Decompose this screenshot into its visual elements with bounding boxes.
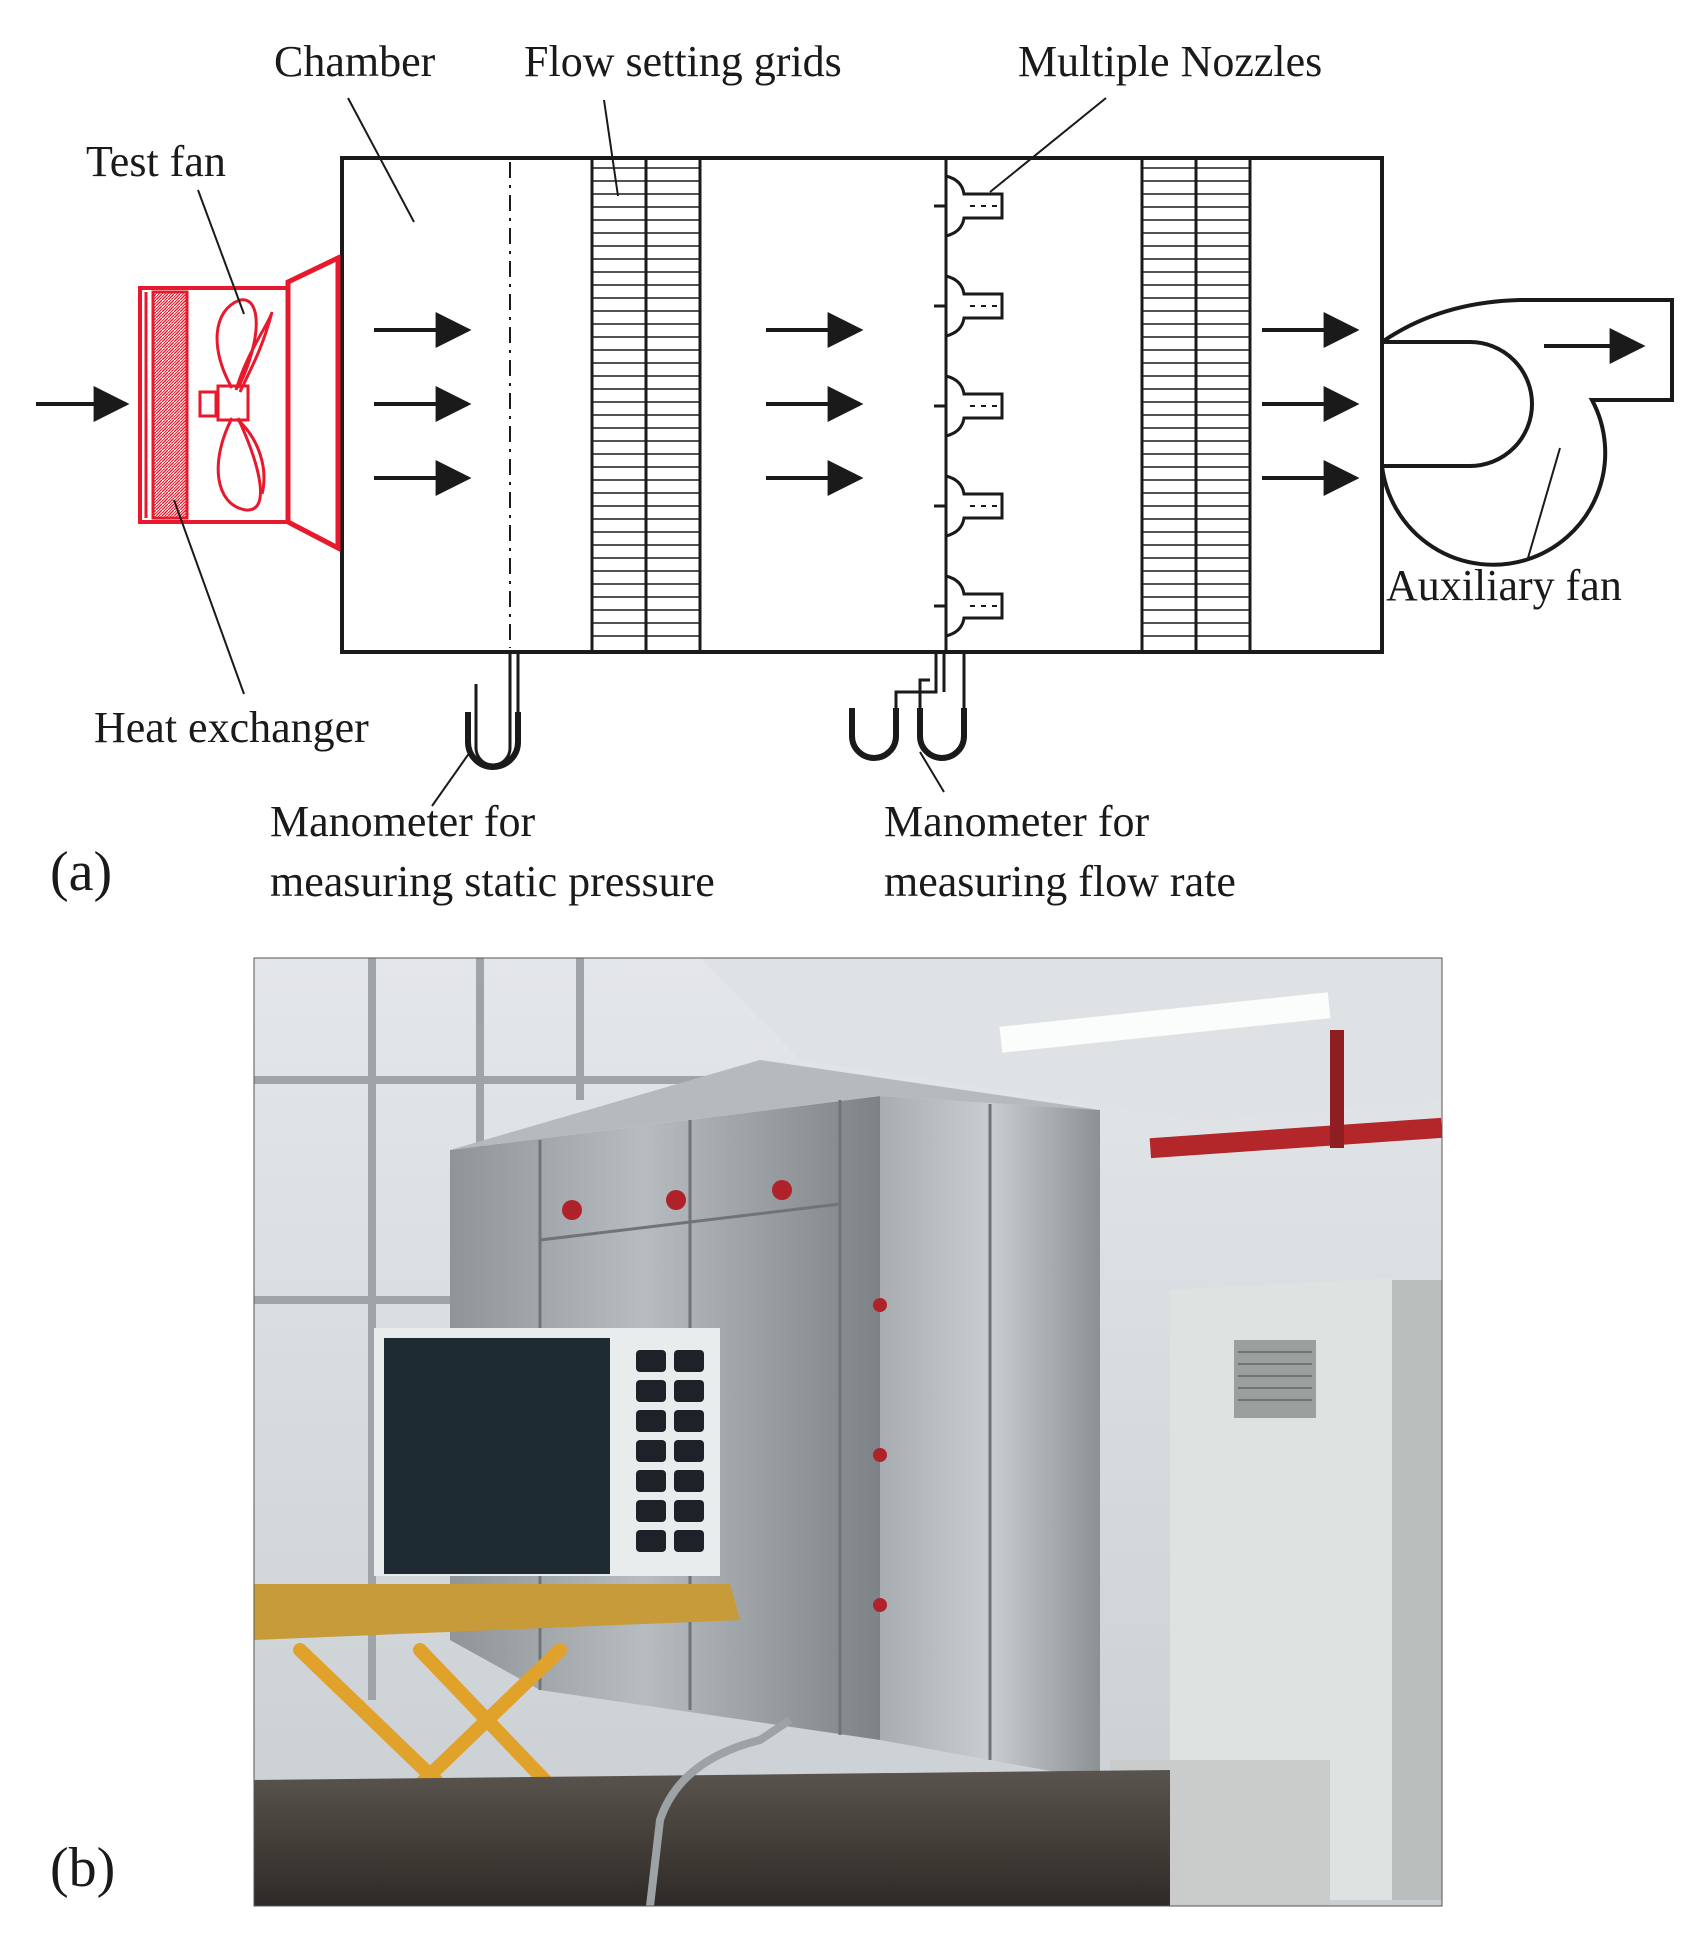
manometer-static-tube bbox=[474, 652, 512, 767]
label-manometer-flow-2: measuring flow rate bbox=[884, 857, 1236, 906]
leader-lines bbox=[173, 97, 1561, 807]
manometer-flow-tube-right bbox=[917, 708, 967, 761]
nozzle-shape bbox=[945, 474, 1004, 538]
grille-slot bbox=[636, 1440, 666, 1462]
nozzle-shape bbox=[945, 174, 1004, 238]
manometer-flow bbox=[849, 652, 967, 761]
photo-red-pipe bbox=[1149, 1117, 1442, 1159]
label-heat-exchanger: Heat exchanger bbox=[94, 703, 369, 752]
label-manometer-flow-1: Manometer for bbox=[884, 797, 1149, 846]
grille-slot bbox=[636, 1470, 666, 1492]
fan-motor bbox=[198, 390, 218, 418]
leader-chamber bbox=[347, 97, 415, 223]
grille-slot bbox=[674, 1470, 704, 1492]
photo-valves bbox=[562, 1180, 887, 1612]
manometer-static bbox=[465, 652, 521, 770]
grille-slot bbox=[636, 1410, 666, 1432]
fan-hub bbox=[216, 384, 250, 422]
grille-slot bbox=[674, 1350, 704, 1372]
panel-a-tag: (a) bbox=[50, 841, 112, 903]
leader-test-fan bbox=[197, 189, 245, 315]
leader-manometer-flow bbox=[919, 751, 945, 793]
photo-frame bbox=[253, 957, 1443, 1907]
manometer-flow-tube-left bbox=[849, 708, 899, 761]
panel-a-diagram: Chamber Flow setting grids Multiple Nozz… bbox=[36, 37, 1674, 906]
photo-table-top bbox=[254, 1584, 740, 1640]
nozzle-shape bbox=[945, 274, 1004, 338]
auxiliary-fan-inner bbox=[1382, 340, 1534, 468]
photo-outdoor-unit-grille bbox=[636, 1350, 704, 1552]
panel-b-photo: (b) bbox=[50, 957, 1443, 1907]
panel-b-tag: (b) bbox=[50, 1837, 115, 1899]
manometer-static-tube-outer bbox=[465, 712, 521, 770]
photo-chamber-top bbox=[450, 1060, 1100, 1150]
grille-slot bbox=[674, 1380, 704, 1402]
leader-flow-grids bbox=[603, 99, 619, 197]
photo-cabinet-2 bbox=[1392, 1280, 1442, 1900]
nozzle-shape bbox=[945, 374, 1004, 438]
grille-slot bbox=[674, 1530, 704, 1552]
chamber-box bbox=[340, 156, 1384, 654]
nozzle bbox=[934, 374, 1004, 438]
leader-nozzles bbox=[989, 97, 1107, 193]
photo-handle bbox=[646, 1716, 793, 1906]
label-auxiliary-fan: Auxiliary fan bbox=[1386, 561, 1622, 610]
label-flow-setting-grids: Flow setting grids bbox=[524, 37, 842, 86]
transition-duct bbox=[285, 254, 341, 553]
label-manometer-static-1: Manometer for bbox=[270, 797, 535, 846]
grille-slot bbox=[636, 1380, 666, 1402]
photo-red-pipe-drop bbox=[1330, 1030, 1344, 1148]
nozzle-shape bbox=[945, 574, 1004, 638]
grille-slot bbox=[636, 1530, 666, 1552]
nozzle bbox=[934, 274, 1004, 338]
flow-setting-grid-left bbox=[590, 158, 702, 652]
leader-manometer-static bbox=[431, 751, 471, 807]
grille-slot bbox=[674, 1410, 704, 1432]
photo-cabinet-vent-slats bbox=[1238, 1351, 1312, 1401]
flow-arrows bbox=[36, 312, 1360, 496]
photo-floor bbox=[254, 1770, 1170, 1906]
fan-icon bbox=[215, 298, 274, 512]
label-test-fan: Test fan bbox=[86, 137, 226, 186]
nozzle bbox=[934, 574, 1004, 638]
heat-exchanger-coil bbox=[151, 290, 189, 520]
label-manometer-static-2: measuring static pressure bbox=[270, 857, 715, 906]
leader-auxiliary-fan bbox=[1527, 447, 1561, 559]
label-chamber: Chamber bbox=[274, 37, 436, 86]
grille-slot bbox=[674, 1440, 704, 1462]
flow-setting-grid-right bbox=[1140, 158, 1252, 652]
photo-cabinet bbox=[1170, 1278, 1392, 1900]
leader-heat-exchanger bbox=[173, 499, 245, 695]
manometer-flow-pipes bbox=[894, 652, 966, 708]
test-unit bbox=[138, 254, 341, 553]
label-multiple-nozzles: Multiple Nozzles bbox=[1018, 37, 1322, 86]
grille-slot bbox=[636, 1500, 666, 1522]
grille-slot bbox=[674, 1500, 704, 1522]
nozzle bbox=[934, 174, 1004, 238]
photo-ceiling-light bbox=[999, 992, 1331, 1053]
grille-slot bbox=[636, 1350, 666, 1372]
nozzle bbox=[934, 474, 1004, 538]
auxiliary-fan-volute bbox=[1380, 298, 1674, 567]
auxiliary-fan bbox=[1380, 298, 1674, 567]
nozzle-wall bbox=[934, 158, 1004, 652]
photo-outdoor-unit-coil bbox=[384, 1338, 610, 1574]
